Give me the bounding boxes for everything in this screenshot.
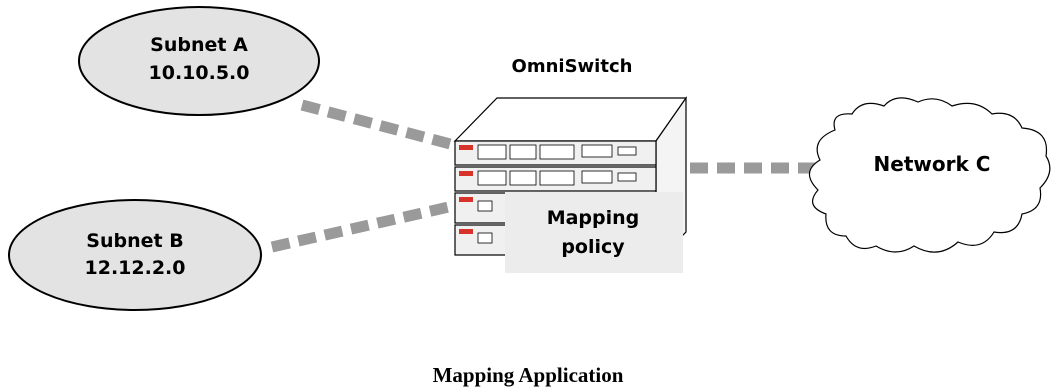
subnet-a-address: 10.10.5.0 [149, 62, 250, 84]
subnet-b-address: 12.12.2.0 [85, 257, 186, 279]
policy-line-1: Mapping [547, 207, 640, 229]
policy-line-2: policy [561, 236, 625, 258]
subnet-a-ellipse [78, 6, 320, 116]
subnet-a-name: Subnet A [150, 34, 248, 56]
switch-label: OmniSwitch [512, 56, 633, 77]
network-c-label: Network C [874, 152, 991, 176]
figure-caption: Mapping Application [433, 363, 624, 387]
link-subnet-a [300, 99, 456, 151]
subnet-b-ellipse [8, 199, 262, 311]
switch-top [453, 97, 688, 142]
link-subnet-b [270, 198, 464, 253]
policy-box [505, 192, 683, 273]
subnet-b-name: Subnet B [86, 230, 183, 252]
network-c-cloud [808, 97, 1051, 253]
